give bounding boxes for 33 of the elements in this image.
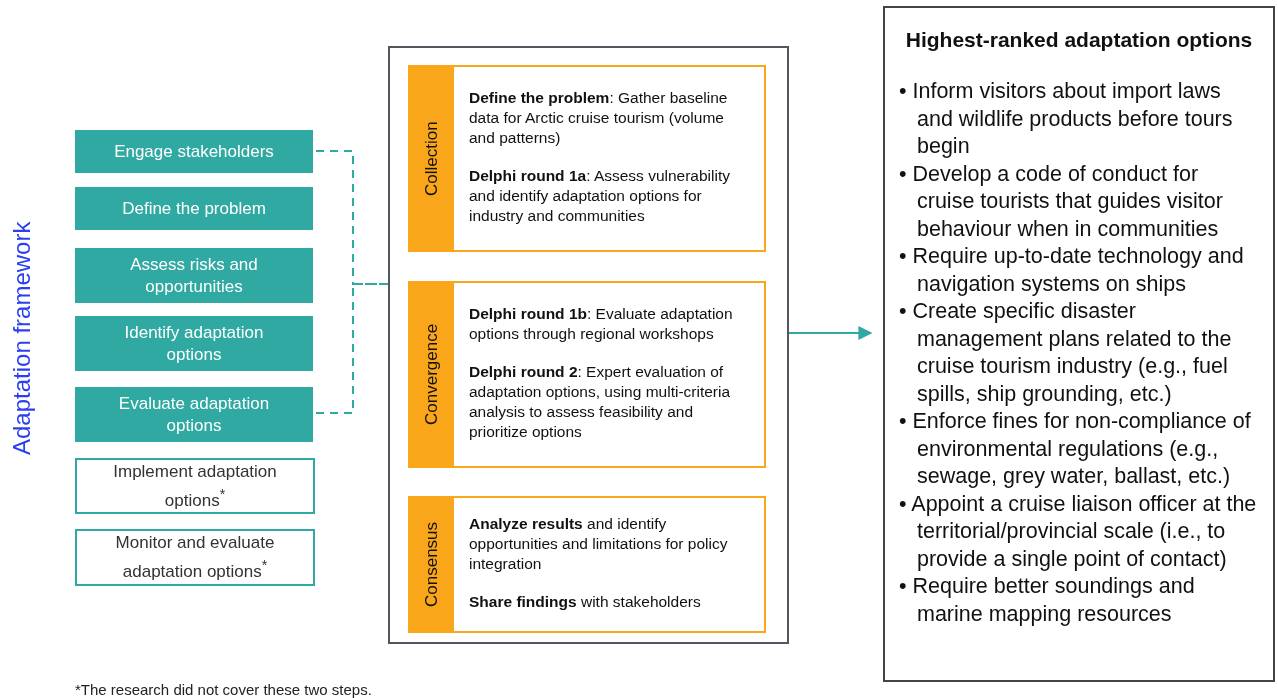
panel-heading: Highest-ranked adaptation options [904, 28, 1254, 52]
description-text: Delphi round 1a: Assess vulnerability and identify adaptation options for industry and communities [469, 165, 731, 226]
list-item: • Require better soundings and marine mapping resources [899, 573, 1196, 628]
list-item: • Require up-to-date technology and navigation systems on ships [899, 243, 1245, 298]
description-text: Analyze results and identify opportunities and limitations for policy integration [469, 513, 729, 574]
step-box: Assess risks and opportunities [75, 248, 313, 303]
process-frame [388, 46, 789, 644]
description-text: Share findings with stakeholders [469, 591, 702, 612]
stage-label: Collection [410, 67, 454, 250]
description-text: Delphi round 2: Expert evaluation of adaptation options, using multi-criteria analysis to assess feasibility and prioritize options [469, 361, 732, 442]
step-box: Implement adaptation options$^{*}$ [75, 458, 315, 514]
step-box: Define the problem [75, 187, 313, 230]
stage-box [408, 496, 766, 633]
stage-box [408, 281, 766, 468]
step-box: Monitor and evaluate adaptation options$^{*}$ [75, 529, 315, 586]
stage-label: Consensus [410, 498, 454, 631]
list-item: • Create specific disaster management plans related to the cruise tourism industry (e.g., fuel spills, ship grounding, etc.) [899, 298, 1233, 408]
list-item: • Inform visitors about import laws and wildlife products before tours begin [899, 78, 1234, 160]
options-panel [883, 6, 1275, 682]
side-title: Adaptation framework [8, 220, 36, 457]
arrow [788, 326, 873, 340]
list-item: • Enforce fines for non-compliance of environmental regulations (e.g., sewage, grey water, ballast, etc.) [899, 408, 1252, 490]
stage-box [408, 65, 766, 252]
stage-label: Convergence [410, 283, 454, 466]
dashed-connector [315, 283, 389, 414]
footnote: *The research did not cover these two steps. [75, 681, 372, 698]
list-item: • Appoint a cruise liaison officer at the territorial/provincial scale (i.e., to provide a single point of contact) [899, 490, 1258, 573]
list-item: • Develop a code of conduct for cruise tourists that guides visitor behaviour when in communities [899, 160, 1224, 243]
step-box: Engage stakeholders [75, 130, 313, 173]
step-box: Evaluate adaptation options [75, 387, 313, 442]
step-box: Identify adaptation options [75, 316, 313, 371]
description-text: Define the problem: Gather baseline data for Arctic cruise tourism (volume and patterns) [469, 87, 729, 148]
description-text: Delphi round 1b: Evaluate adaptation options through regional workshops [469, 303, 734, 344]
